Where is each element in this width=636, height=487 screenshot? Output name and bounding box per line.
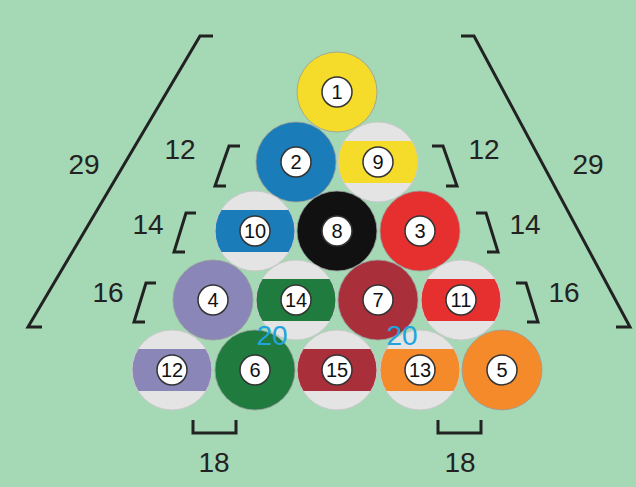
dimension-label: 29 [572, 151, 603, 179]
bracket [476, 213, 498, 252]
billiard-ball: 3 [379, 190, 461, 272]
billiard-ball: 5 [461, 329, 543, 411]
ball-number: 5 [461, 329, 543, 411]
bracket [193, 420, 236, 433]
billiard-ball: 12 [131, 329, 213, 411]
dimension-label: 18 [444, 449, 475, 477]
bracket [516, 283, 538, 322]
billiard-ball: 2 [255, 121, 337, 203]
bracket [432, 146, 457, 186]
dimension-label-blue: 20 [256, 322, 287, 350]
billiard-ball: 15 [296, 329, 378, 411]
dimension-label-blue: 20 [386, 322, 417, 350]
billiard-ball: 9 [337, 121, 419, 203]
ball-number: 12 [131, 329, 213, 411]
billiard-ball: 8 [296, 190, 378, 272]
bracket [215, 146, 240, 186]
ball-number: 10 [214, 190, 296, 272]
bracket [174, 213, 196, 252]
billiard-ball: 11 [420, 259, 502, 341]
billiard-ball: 4 [172, 259, 254, 341]
ball-number: 3 [379, 190, 461, 272]
billiard-ball: 1 [296, 51, 378, 133]
ball-number: 1 [296, 51, 378, 133]
bracket [134, 283, 156, 322]
ball-number: 2 [255, 121, 337, 203]
bracket [438, 420, 481, 433]
dimension-label: 14 [132, 211, 163, 239]
ball-number: 8 [296, 190, 378, 272]
dimension-label: 12 [164, 136, 195, 164]
ball-number: 4 [172, 259, 254, 341]
ball-number: 9 [337, 121, 419, 203]
dimension-label: 18 [198, 449, 229, 477]
dimension-label: 16 [92, 279, 123, 307]
dimension-label: 29 [68, 151, 99, 179]
ball-number: 11 [420, 259, 502, 341]
ball-number: 15 [296, 329, 378, 411]
billiard-ball: 10 [214, 190, 296, 272]
dimension-label: 12 [468, 136, 499, 164]
dimension-label: 16 [548, 279, 579, 307]
dimension-label: 14 [509, 211, 540, 239]
